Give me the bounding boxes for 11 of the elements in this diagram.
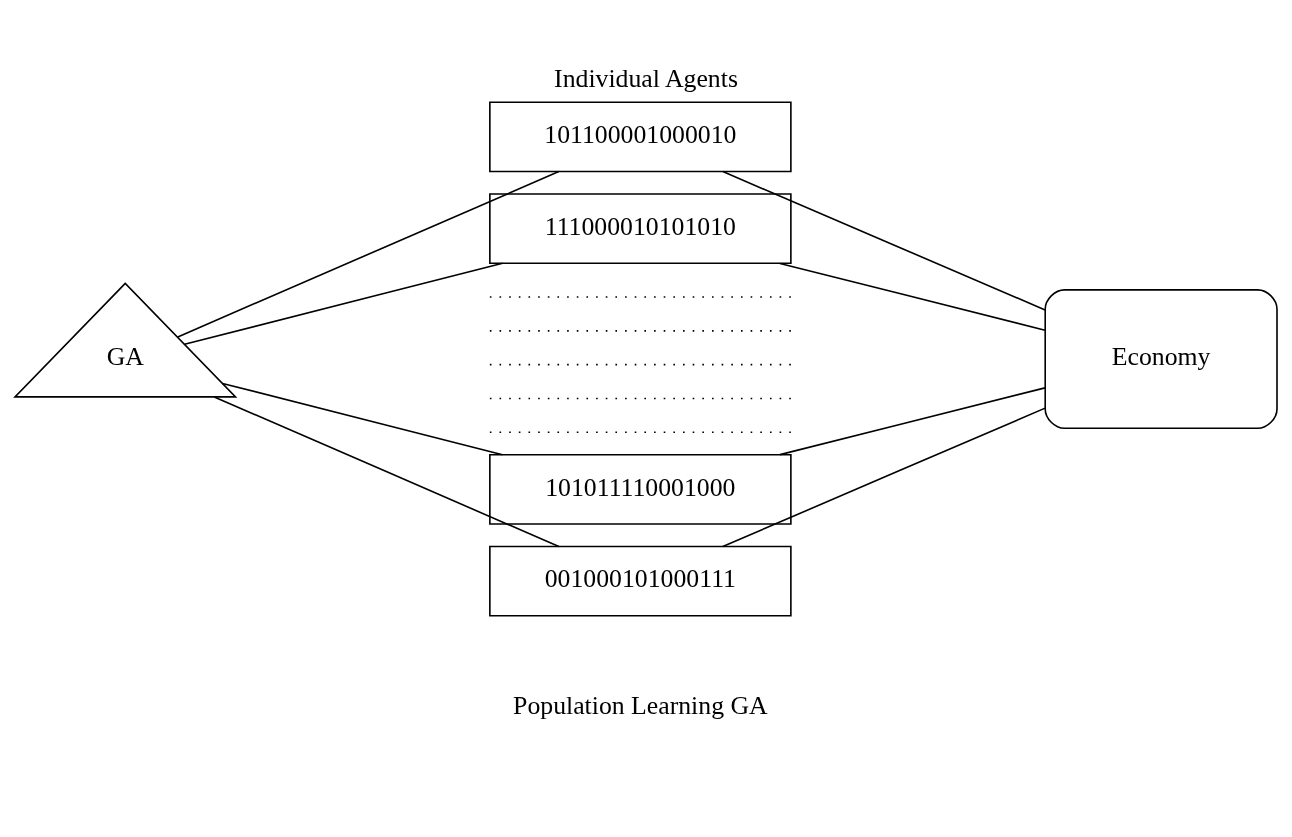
connector xyxy=(183,262,504,345)
connector xyxy=(221,382,504,456)
node-box: 101100001000010 xyxy=(489,101,792,172)
connector xyxy=(779,386,1046,455)
node-box: 101011110001000 xyxy=(489,453,792,525)
connector xyxy=(779,262,1046,331)
caption: Population Learning GA xyxy=(513,690,768,720)
node-box: 111000010101010 xyxy=(489,192,792,264)
node-box: 001000101000111 xyxy=(489,545,792,617)
node-box: Economy xyxy=(1044,288,1278,429)
diagram-title: Individual Agents xyxy=(554,63,738,93)
